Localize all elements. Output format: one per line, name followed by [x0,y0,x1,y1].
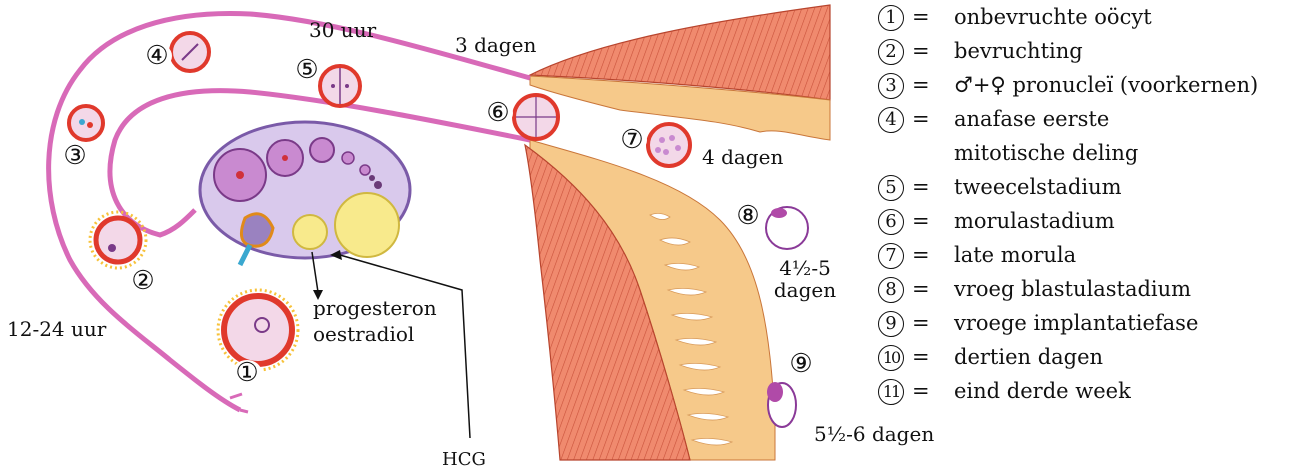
marker-3: ③ [60,143,90,169]
pronuclei-cell [69,106,103,140]
legend-equals: = [912,107,930,131]
label-oestradiol: oestradiol [313,323,414,345]
legend-equals: = [912,5,930,29]
early-blastula [766,207,808,249]
marker-2: ② [128,268,158,294]
label-progesteron: progesteron [313,297,437,319]
hcg-arrow [340,255,470,438]
legend-text: anafase eerste [954,107,1109,131]
label-4half-5: 4½-5 [770,257,840,279]
legend-text: vroege implantatiefase [954,311,1198,335]
label-5half-6-days: 5½-6 dagen [814,423,934,445]
legend-text: mitotische deling [954,141,1138,165]
corpus-luteum-small [293,215,327,249]
label-4half-5-days: 4½-5 dagen [770,257,840,301]
legend-number: 8 [878,277,904,303]
legend-equals: = [912,243,930,267]
legend-number: 6 [878,209,904,235]
legend-number: 10 [878,345,904,371]
two-cell-stage [320,66,360,106]
marker-1: ① [232,360,262,386]
legend-text: eind derde week [954,379,1131,403]
label-30-hours: 30 uur [309,19,376,41]
legend-number: 1 [878,5,904,31]
marker-8: ⑧ [733,203,763,229]
legend-equals: = [912,73,930,97]
legend: 1 = onbevruchte oöcyt 2 = bevruchting 3 = ♂+♀ pr… [876,2,1296,410]
legend-row: 6 = morulastadium [876,206,1296,240]
legend-equals: = [912,345,930,369]
legend-equals: = [912,379,930,403]
label-3-days: 3 dagen [455,34,536,56]
legend-row: 11 = eind derde week [876,376,1296,410]
legend-equals: = [912,175,930,199]
legend-number: 7 [878,243,904,269]
marker-6: ⑥ [483,100,513,126]
legend-row: 8 = vroeg blastulastadium [876,274,1296,308]
legend-equals: = [912,277,930,301]
legend-number: 4 [878,107,904,133]
legend-equals: = [912,39,930,63]
marker-5: ⑤ [292,57,322,83]
follicle-3 [310,138,334,162]
legend-text: bevruchting [954,39,1083,63]
legend-row: 2 = bevruchting [876,36,1296,70]
legend-number: 2 [878,39,904,65]
legend-equals: = [912,209,930,233]
legend-row: 5 = tweecelstadium [876,172,1296,206]
legend-row: mitotische deling [876,138,1296,172]
legend-text: tweecelstadium [954,175,1122,199]
legend-row: 3 = ♂+♀ pronucleï (voorkernen) [876,70,1296,104]
ruptured-follicle [241,214,273,246]
legend-text: vroeg blastulastadium [954,277,1191,301]
morula-stage [514,95,558,139]
legend-number: 9 [878,311,904,337]
late-morula [648,124,690,166]
legend-row: 4 = anafase eerste [876,104,1296,138]
marker-9: ⑨ [786,351,816,377]
legend-row: 9 = vroege implantatiefase [876,308,1296,342]
label-hcg: HCG [442,449,486,471]
anaphase-cell [171,33,209,71]
marker-7: ⑦ [617,127,647,153]
early-implantation [767,382,796,427]
legend-number: 5 [878,175,904,201]
label-4-days: 4 dagen [702,146,783,168]
legend-text: late morula [954,243,1076,267]
legend-equals: = [912,311,930,335]
fertilization-cell [90,212,146,268]
legend-row: 10 = dertien dagen [876,342,1296,376]
legend-text: ♂+♀ pronucleï (voorkernen) [954,73,1258,97]
legend-number: 11 [878,379,904,405]
legend-number: 3 [878,73,904,99]
label-12-24-hours: 12-24 uur [7,318,106,340]
reproduction-diagram [0,0,840,476]
marker-4: ④ [142,43,172,69]
legend-row: 7 = late morula [876,240,1296,274]
legend-row: 1 = onbevruchte oöcyt [876,2,1296,36]
legend-text: onbevruchte oöcyt [954,5,1152,29]
legend-text: dertien dagen [954,345,1103,369]
label-days: dagen [770,279,840,301]
corpus-luteum-large [335,193,399,257]
legend-text: morulastadium [954,209,1115,233]
